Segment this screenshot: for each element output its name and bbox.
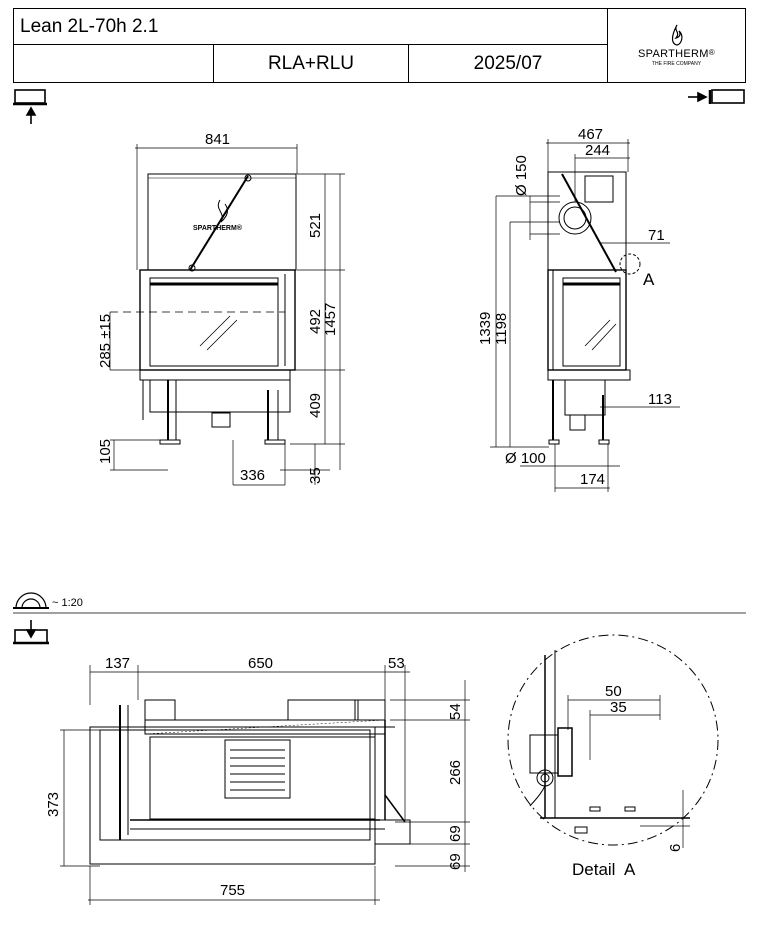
plan-depth-69b-label: 69	[447, 853, 464, 870]
plan-right-label: 53	[388, 655, 405, 672]
front-glass-height-label: 492	[307, 309, 324, 334]
plan-view-indicator-icon	[13, 620, 49, 645]
brand-name: SPARTHERM	[638, 48, 709, 60]
plan-center-label: 650	[248, 655, 273, 672]
side-flue-diameter-label: Ø 150	[513, 155, 530, 196]
side-flue-offset-label: 244	[585, 142, 610, 159]
front-base-height-label: 409	[307, 393, 324, 418]
detail-dim-35-label: 35	[610, 699, 627, 716]
variant-label: RLA+RLU	[267, 52, 355, 74]
side-dimension-lines	[490, 139, 680, 492]
front-leg-height-label: 105	[97, 439, 114, 464]
model-name: Lean 2L-70h 2.1	[20, 15, 159, 37]
scale-label: ~ 1:20	[52, 597, 83, 609]
front-panel-logo: SPARTHERM®	[193, 224, 243, 232]
side-air-diameter-label: Ø 100	[505, 450, 546, 467]
plan-depth-266-label: 266	[447, 760, 464, 785]
plan-total-width-label: 755	[220, 882, 245, 899]
side-detail-marker: A	[643, 270, 655, 289]
front-view-indicator-icon	[13, 89, 47, 124]
detail-dimension-lines	[567, 695, 690, 848]
front-view	[110, 173, 297, 445]
front-leg-offset-label: 336	[240, 467, 265, 484]
date-label: 2025/07	[473, 52, 543, 74]
plan-total-depth-label: 373	[45, 792, 62, 817]
front-dimension-lines	[109, 144, 345, 486]
detail-dim-6-label: 6	[667, 844, 684, 852]
plan-left-label: 137	[105, 655, 130, 672]
plan-dimension-lines	[60, 665, 470, 905]
side-view	[547, 171, 641, 445]
side-height-1198-label: 1198	[493, 313, 510, 345]
detail-view	[507, 634, 719, 846]
side-offset-71-label: 71	[648, 227, 665, 244]
flame-logo-icon	[671, 24, 682, 46]
front-total-height-label: 1457	[322, 303, 339, 336]
brand-tagline: THE FIRE COMPANY	[651, 61, 702, 67]
front-center-label: 285 ±15	[97, 314, 114, 368]
front-top-height-label: 521	[307, 213, 324, 238]
scale-icon	[13, 592, 49, 609]
brand-mark: ®	[708, 48, 715, 57]
front-width-label: 841	[205, 131, 230, 148]
side-view-indicator-icon	[688, 89, 745, 104]
plan-view	[89, 699, 411, 865]
side-height-1339-label: 1339	[477, 312, 494, 345]
side-offset-113-label: 113	[648, 391, 672, 408]
plan-depth-69a-label: 69	[447, 825, 464, 842]
detail-label: Detail A	[572, 860, 636, 879]
front-feet-height-label: 35	[307, 467, 324, 484]
side-offset-174-label: 174	[580, 471, 605, 488]
plan-depth-54-label: 54	[447, 703, 464, 720]
detail-dim-50-label: 50	[605, 683, 622, 700]
side-width-label: 467	[578, 126, 603, 143]
brand-cell: SPARTHERM® THE FIRE COMPANY	[607, 8, 746, 83]
